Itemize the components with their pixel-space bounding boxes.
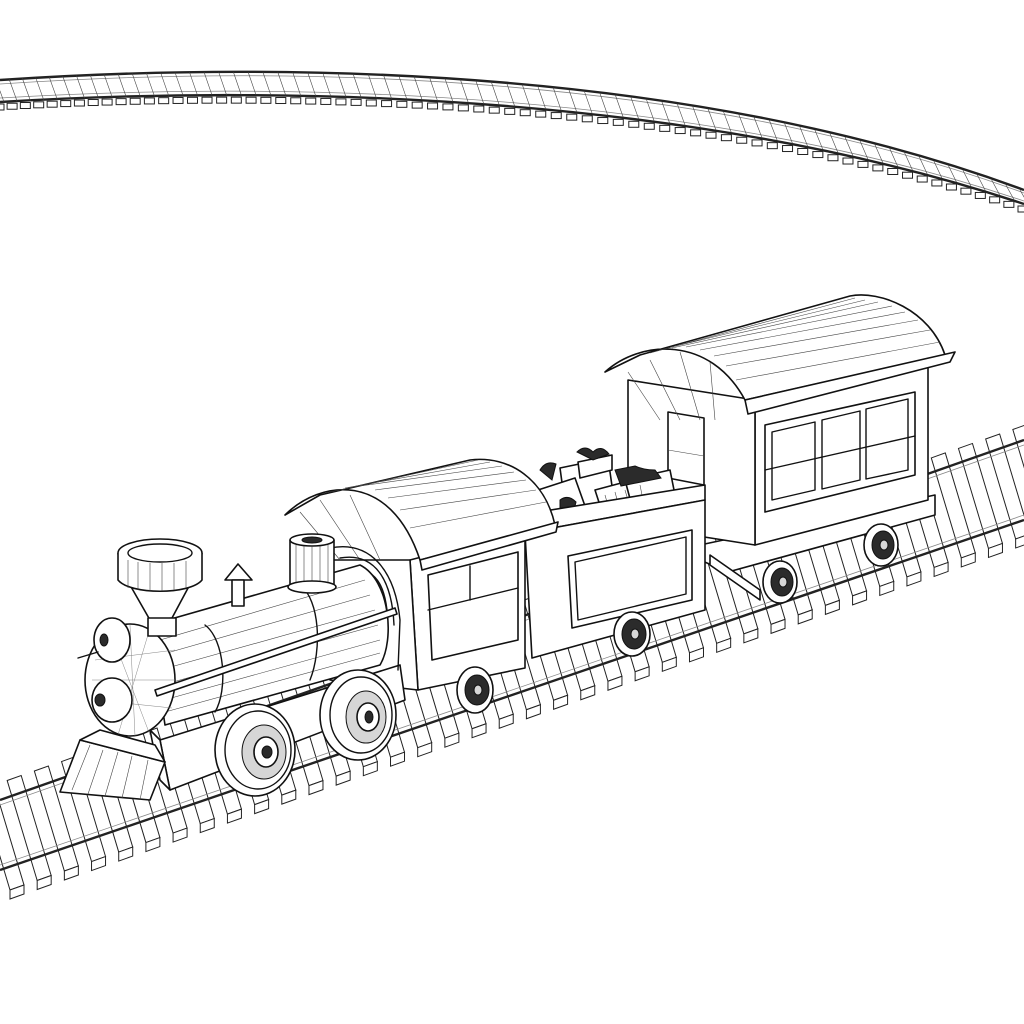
headlamp <box>77 617 131 663</box>
handrail <box>154 607 398 697</box>
cab-wheel <box>456 666 494 714</box>
locomotive <box>59 533 406 801</box>
tender-wheel <box>613 611 651 657</box>
cowcatcher <box>59 729 166 801</box>
drive-wheel-front <box>214 703 296 797</box>
far-track <box>0 70 1024 213</box>
coach-wheel-rear <box>863 523 899 567</box>
sand-dome <box>224 563 253 607</box>
coach-wheel-front <box>762 560 798 604</box>
drive-wheel-rear <box>319 669 397 761</box>
steam-dome <box>287 533 337 594</box>
locomotive-cab <box>284 458 559 714</box>
smokestack <box>117 538 203 637</box>
tender-car <box>519 447 706 659</box>
passenger-coach <box>604 294 956 604</box>
